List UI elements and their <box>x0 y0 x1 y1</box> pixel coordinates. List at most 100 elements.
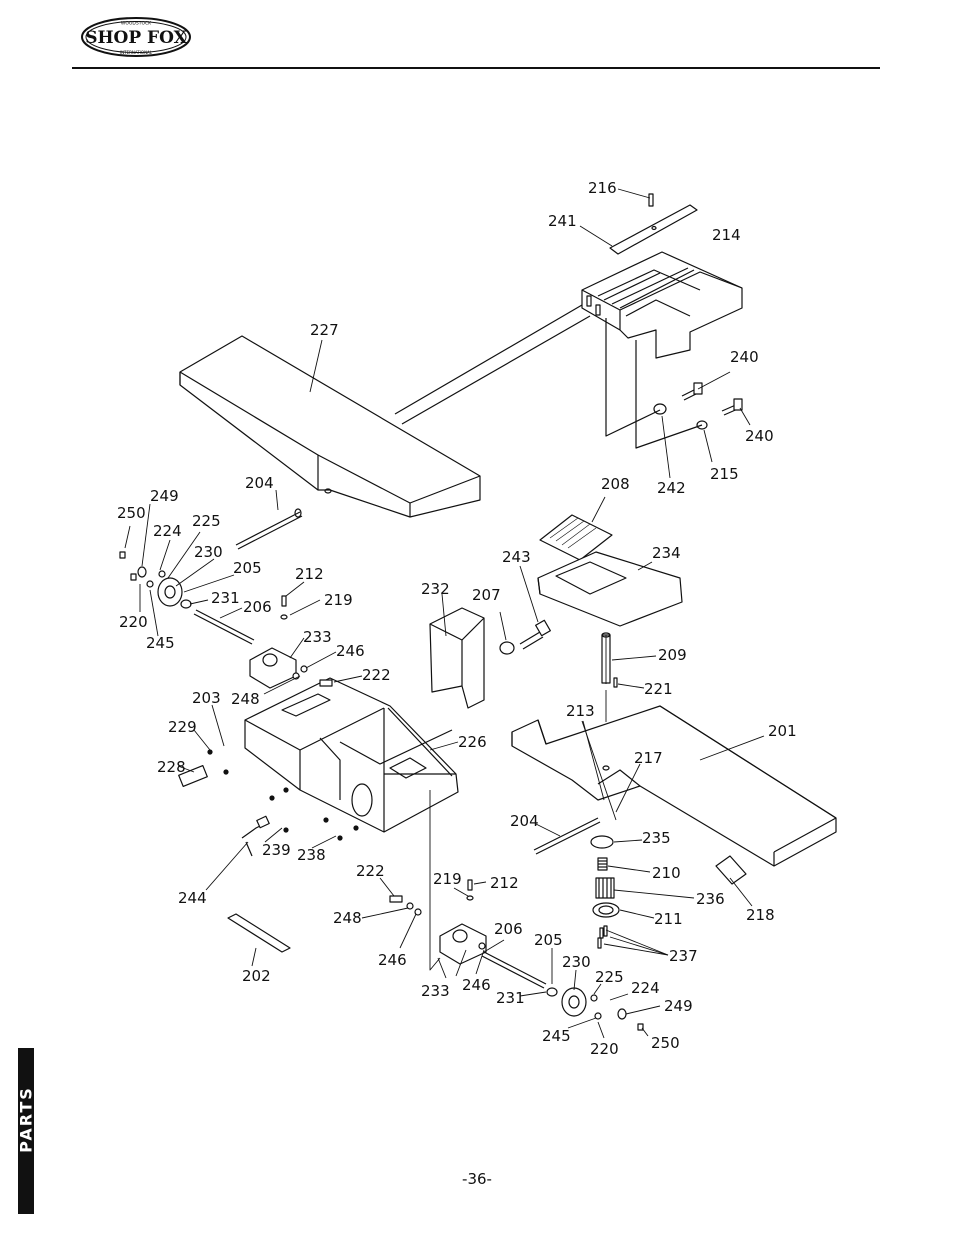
screw-part-250 <box>119 551 126 559</box>
callout-225-a: 225 <box>192 512 221 530</box>
nut-part-245 <box>146 580 154 588</box>
shop-fox-logo: WOODSTOCK SHOP FOX INTERNATIONAL <box>81 17 191 57</box>
callout-230-a: 230 <box>194 543 223 561</box>
callout-205-b: 205 <box>534 931 563 949</box>
hub-part-231-right <box>546 987 558 997</box>
callout-204-a: 204 <box>245 474 274 492</box>
table-bar-part-227 <box>394 304 591 425</box>
shaft-part-204 <box>235 508 303 550</box>
callout-229: 229 <box>168 718 197 736</box>
callout-216: 216 <box>588 179 617 197</box>
callout-211: 211 <box>654 910 683 928</box>
collar-part-211 <box>592 902 620 918</box>
callout-246-c: 246 <box>462 976 491 994</box>
header-rule <box>72 67 880 69</box>
callout-202: 202 <box>242 967 271 985</box>
callout-210: 210 <box>652 864 681 882</box>
knob-part-249 <box>137 566 147 578</box>
callout-208: 208 <box>601 475 630 493</box>
callout-245-b: 245 <box>542 1027 571 1045</box>
lock-lever-part-244 <box>241 815 270 857</box>
bolt-part-243 <box>519 619 551 650</box>
threaded-rod-part-206-right <box>481 951 547 989</box>
base-part-226 <box>244 677 459 833</box>
hex-wrench-part-202 <box>227 913 291 953</box>
pin-part-216 <box>648 193 654 207</box>
washer-part-246-right-b <box>478 942 486 950</box>
callout-227: 227 <box>310 321 339 339</box>
callout-228: 228 <box>157 758 186 776</box>
callout-246-a: 246 <box>336 642 365 660</box>
bolt-part-222-right <box>389 895 403 903</box>
callout-201: 201 <box>768 722 797 740</box>
callout-243: 243 <box>502 548 531 566</box>
callout-231-a: 231 <box>211 589 240 607</box>
belt-guard-part-232 <box>429 607 485 709</box>
callout-220-b: 220 <box>590 1040 619 1058</box>
spring-part-210 <box>597 857 608 871</box>
bolt-part-222 <box>319 679 333 687</box>
slide-bar-part-241 <box>609 204 698 255</box>
shaft-part-204-lower <box>533 817 601 855</box>
parts-section-tab: PARTS <box>16 1048 36 1214</box>
washer-part-225-right <box>590 994 598 1002</box>
callout-212-a: 212 <box>295 565 324 583</box>
label-part-218 <box>715 855 747 885</box>
callout-215: 215 <box>710 465 739 483</box>
screw-part-220 <box>130 573 137 581</box>
callout-219-b: 219 <box>433 870 462 888</box>
callout-217: 217 <box>634 749 663 767</box>
bolt-part-212-right <box>467 879 473 891</box>
callout-244: 244 <box>178 889 207 907</box>
callout-209: 209 <box>658 646 687 664</box>
callout-249-a: 249 <box>150 487 179 505</box>
callout-221: 221 <box>644 680 673 698</box>
warning-label-part-208 <box>539 514 613 561</box>
callout-248-a: 248 <box>231 690 260 708</box>
screws-part-237 <box>597 925 608 949</box>
infeed-table-part-201 <box>511 705 837 867</box>
callout-250-a: 250 <box>117 504 146 522</box>
logo-arc-bottom: INTERNATIONAL <box>120 50 153 55</box>
callout-249-b: 249 <box>664 997 693 1015</box>
callout-240-b: 240 <box>745 427 774 445</box>
callout-214: 214 <box>712 226 741 244</box>
nut-part-219-right <box>466 895 474 901</box>
side-tab-label: PARTS <box>16 1086 36 1153</box>
callout-205-a: 205 <box>233 559 262 577</box>
washer-part-246 <box>300 665 308 673</box>
callout-240-a: 240 <box>730 348 759 366</box>
callout-207: 207 <box>472 586 501 604</box>
callout-238: 238 <box>297 846 326 864</box>
leader-lines <box>124 188 765 1039</box>
callout-233-b: 233 <box>421 982 450 1000</box>
washer-part-246-right <box>414 908 422 916</box>
bolt-part-212 <box>281 595 287 607</box>
callout-237: 237 <box>669 947 698 965</box>
callout-203: 203 <box>192 689 221 707</box>
handwheel-part-230-right <box>561 987 587 1017</box>
bearing-block-part-233 <box>249 647 297 689</box>
callout-206-a: 206 <box>243 598 272 616</box>
pin-part-221 <box>613 677 618 688</box>
fence-bracket-part-214 <box>581 251 743 359</box>
bolt-part-240 <box>681 382 703 401</box>
nut-part-219 <box>280 614 288 620</box>
callout-225-b: 225 <box>595 968 624 986</box>
washer-part-225 <box>158 570 166 578</box>
callout-labels: 216 241 214 227 240 240 242 215 208 204 … <box>117 179 797 1058</box>
bolt-part-240-lower <box>721 398 743 416</box>
callout-226: 226 <box>458 733 487 751</box>
callout-218: 218 <box>746 906 775 924</box>
callout-245-a: 245 <box>146 634 175 652</box>
callout-246-b: 246 <box>378 951 407 969</box>
callout-235: 235 <box>642 829 671 847</box>
logo-arc-top: WOODSTOCK <box>121 21 152 27</box>
handwheel-part-230 <box>157 577 183 607</box>
callout-230-b: 230 <box>562 953 591 971</box>
threaded-rod-part-206 <box>193 609 255 645</box>
callout-248-b: 248 <box>333 909 362 927</box>
callout-233-a: 233 <box>303 628 332 646</box>
callout-212-b: 212 <box>490 874 519 892</box>
